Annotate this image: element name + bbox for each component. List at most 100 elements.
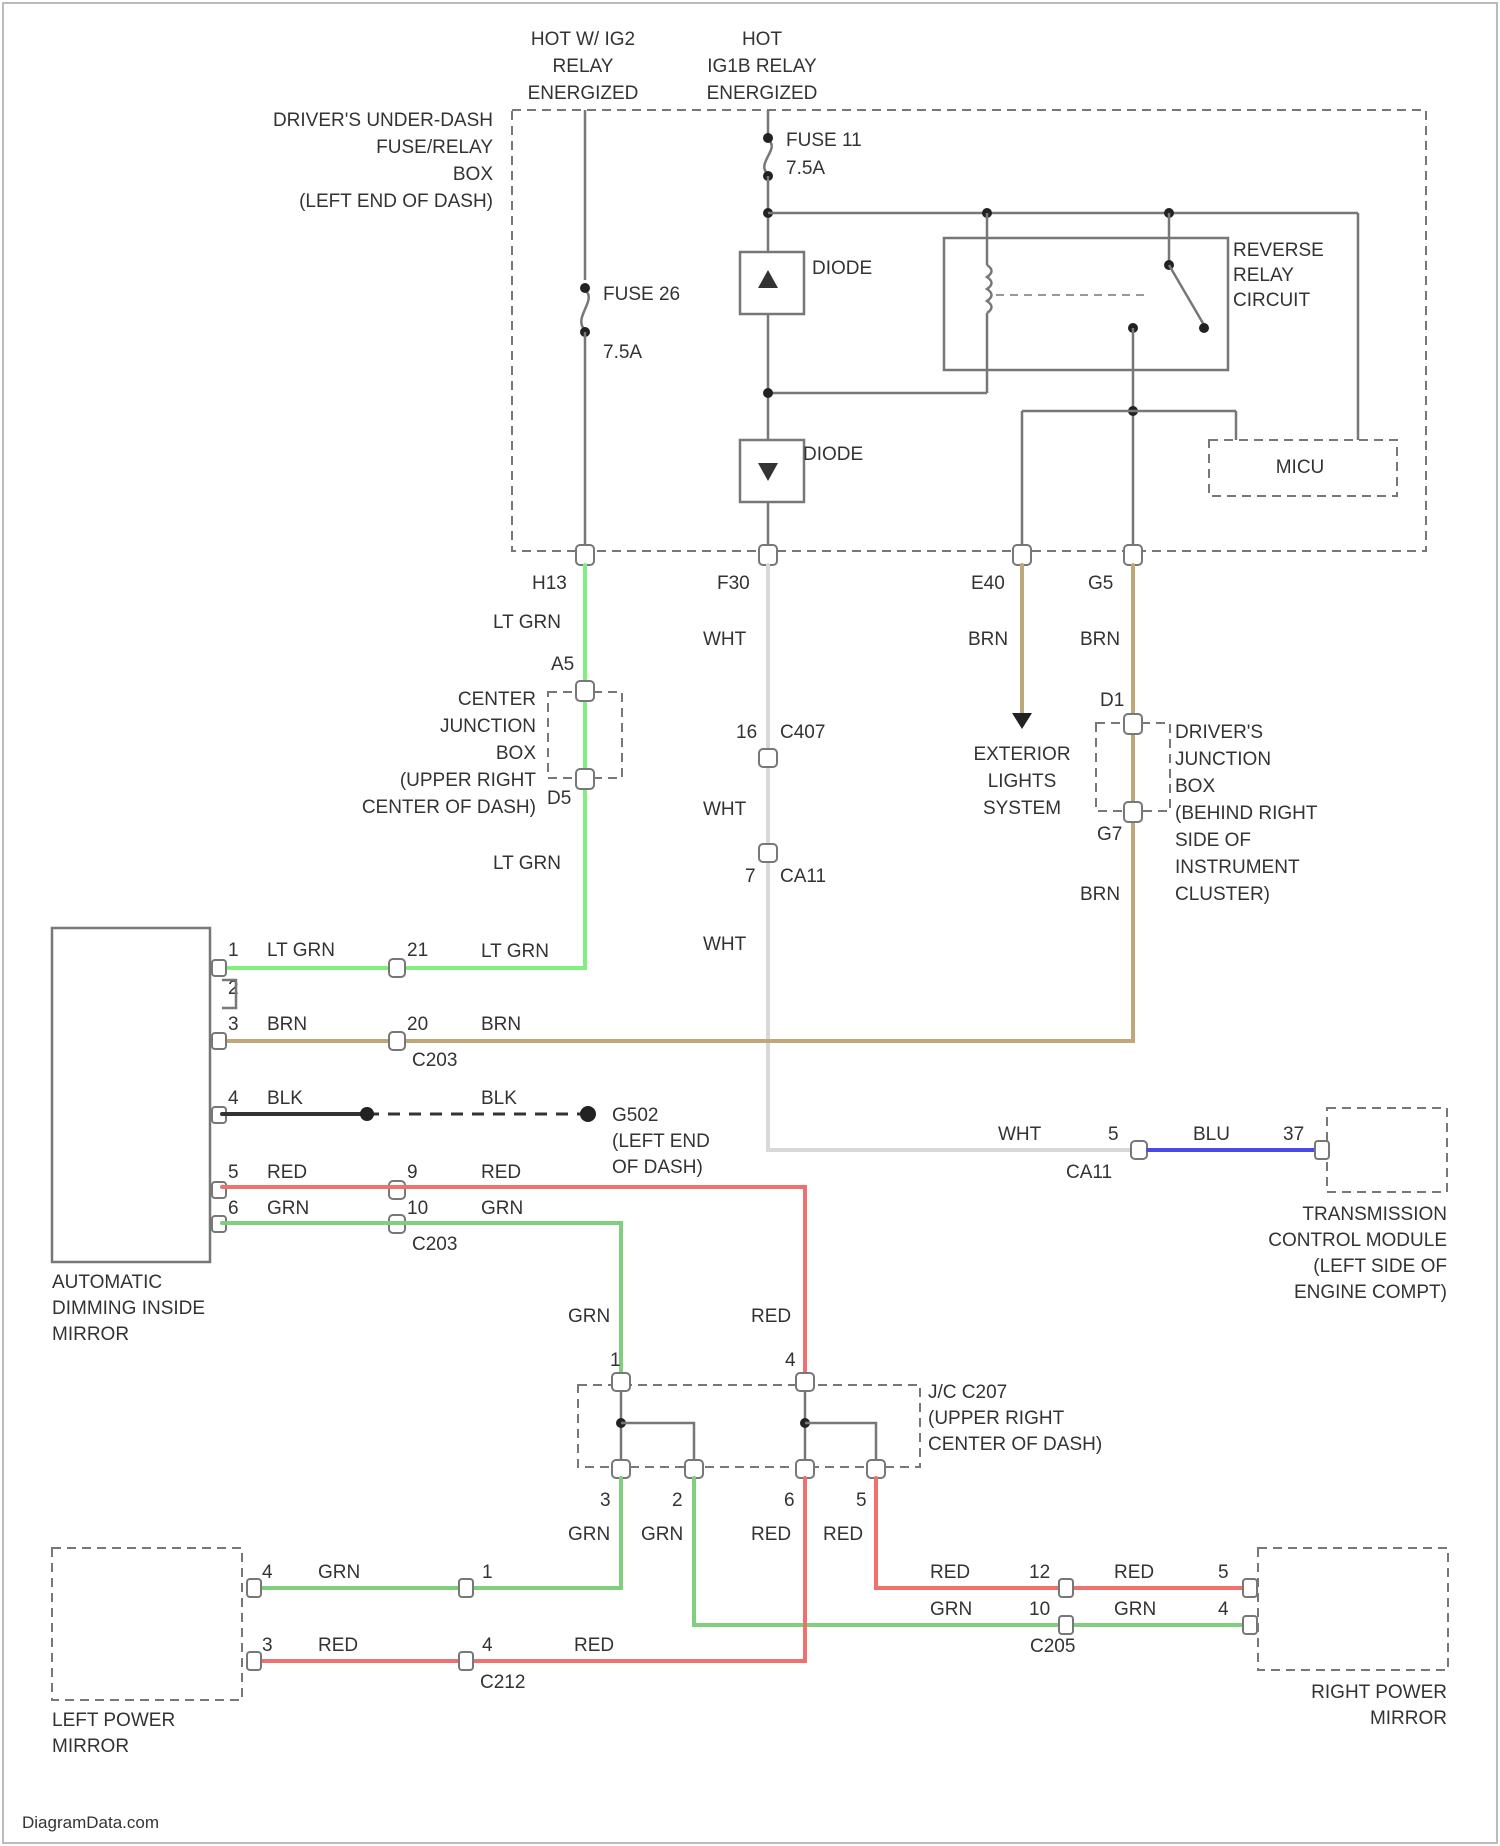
hot-right-label: HOT IG1B RELAY ENERGIZED [707, 29, 818, 104]
svg-text:J/C C207: J/C C207 [928, 1382, 1007, 1403]
ca11-pin-number: 7 [745, 866, 756, 887]
wire-label-grn: GRN [568, 1306, 610, 1327]
left-mirror-pin-3: 3 [262, 1635, 273, 1656]
right-power-mirror-pins [1243, 1579, 1257, 1634]
wire-label-brn: BRN [1080, 629, 1120, 650]
svg-text:ENGINE COMPT): ENGINE COMPT) [1294, 1282, 1447, 1303]
ca11-lower-label: CA11 [1066, 1162, 1112, 1183]
svg-text:RIGHT POWER: RIGHT POWER [1311, 1682, 1447, 1703]
c212-pins [459, 1579, 473, 1670]
svg-text:LEFT POWER: LEFT POWER [52, 1710, 175, 1731]
wire-label-grn: GRN [267, 1198, 309, 1219]
exterior-lights-label: EXTERIOR LIGHTS SYSTEM [973, 744, 1070, 819]
drivers-junction-pin [1124, 714, 1142, 734]
drivers-junction-pin-d1: D1 [1100, 690, 1124, 711]
left-mirror-pin-4: 4 [262, 1562, 273, 1583]
micu-label: MICU [1276, 457, 1325, 478]
svg-text:BOX: BOX [496, 743, 536, 764]
jc-c207-pin-3: 3 [600, 1490, 611, 1511]
svg-text:DIMMING INSIDE: DIMMING INSIDE [52, 1298, 205, 1319]
inside-mirror-pin-numbers: 1 2 3 4 5 6 [228, 940, 239, 1219]
wire-label-red: RED [751, 1306, 791, 1327]
jc-c207-pin-5: 5 [856, 1490, 867, 1511]
diode-lower-label: DIODE [803, 444, 863, 465]
jc-internal [805, 1423, 876, 1460]
right-power-mirror-label: RIGHT POWER MIRROR [1311, 1682, 1447, 1729]
wire-label-blu: BLU [1193, 1124, 1230, 1145]
svg-text:(LEFT SIDE OF: (LEFT SIDE OF [1313, 1256, 1447, 1277]
wire-label-lt-grn: LT GRN [493, 612, 561, 633]
ca11-lower-pin-number: 5 [1108, 1124, 1119, 1145]
svg-text:HOT: HOT [742, 29, 783, 50]
center-junction-pin [576, 769, 594, 789]
svg-text:FUSE/RELAY: FUSE/RELAY [376, 137, 493, 158]
wire-label-blk: BLK [267, 1088, 303, 1109]
svg-text:JUNCTION: JUNCTION [440, 716, 536, 737]
wire-label-brn: BRN [968, 629, 1008, 650]
left-power-mirror-box [52, 1548, 242, 1700]
wire-label-red: RED [574, 1635, 614, 1656]
center-junction-label: CENTER JUNCTION BOX (UPPER RIGHT CENTER … [362, 689, 537, 818]
svg-text:MIRROR: MIRROR [52, 1736, 129, 1757]
wire-label-wht: WHT [703, 799, 747, 820]
center-junction-pin-a5: A5 [551, 654, 574, 675]
relay-label: REVERSE RELAY CIRCUIT [1233, 240, 1324, 311]
wire-label-red: RED [1114, 1562, 1154, 1583]
c212-pin-4: 4 [482, 1635, 493, 1656]
svg-text:TRANSMISSION: TRANSMISSION [1302, 1204, 1447, 1225]
left-power-mirror-label: LEFT POWER MIRROR [52, 1710, 175, 1757]
c407-pin [759, 749, 777, 767]
diode-upper-label: DIODE [812, 258, 872, 279]
c407-label: C407 [780, 722, 825, 743]
right-mirror-pin-4: 4 [1218, 1599, 1229, 1620]
svg-text:(LEFT END OF DASH): (LEFT END OF DASH) [299, 191, 493, 212]
relay-contact [1199, 323, 1209, 333]
svg-text:3: 3 [228, 1014, 239, 1035]
svg-text:HOT W/ IG2: HOT W/ IG2 [531, 29, 635, 50]
inside-mirror-box [52, 928, 210, 1262]
wire-label-red: RED [930, 1562, 970, 1583]
wire-label-grn: GRN [930, 1599, 972, 1620]
svg-text:(UPPER RIGHT: (UPPER RIGHT [928, 1408, 1065, 1429]
c203-pins [389, 959, 405, 1233]
c205-label: C205 [1030, 1636, 1075, 1657]
g502-location: (LEFT END OF DASH) [612, 1131, 710, 1178]
svg-text:JUNCTION: JUNCTION [1175, 749, 1271, 770]
c212-label: C212 [480, 1672, 525, 1693]
splice-dot [360, 1107, 374, 1121]
svg-text:CONTROL MODULE: CONTROL MODULE [1268, 1230, 1447, 1251]
c407-pin-number: 16 [736, 722, 757, 743]
svg-text:IG1B RELAY: IG1B RELAY [707, 56, 817, 77]
svg-text:SYSTEM: SYSTEM [983, 798, 1061, 819]
inside-mirror-label: AUTOMATIC DIMMING INSIDE MIRROR [52, 1272, 205, 1345]
svg-text:4: 4 [228, 1088, 239, 1109]
c205-pin-10: 10 [1029, 1599, 1050, 1620]
g502-label: G502 [612, 1105, 658, 1126]
tcm-pin-37: 37 [1283, 1124, 1304, 1145]
svg-text:CENTER OF DASH): CENTER OF DASH) [362, 797, 536, 818]
svg-text:MIRROR: MIRROR [1370, 1708, 1447, 1729]
svg-text:CLUSTER): CLUSTER) [1175, 884, 1270, 905]
jc-c207-label: J/C C207 (UPPER RIGHT CENTER OF DASH) [928, 1382, 1102, 1455]
fuse-box-pins [576, 545, 1142, 565]
c203-label: C203 [412, 1234, 457, 1255]
c205-pins [1059, 1579, 1073, 1634]
right-power-mirror-box [1258, 1548, 1448, 1670]
tcm-box [1327, 1108, 1447, 1192]
wire-label-red: RED [751, 1524, 791, 1545]
svg-text:SIDE OF: SIDE OF [1175, 830, 1251, 851]
fuse-11-terminal [763, 133, 773, 143]
svg-text:CIRCUIT: CIRCUIT [1233, 290, 1310, 311]
svg-text:BOX: BOX [1175, 776, 1215, 797]
svg-text:RELAY: RELAY [1233, 265, 1294, 286]
svg-text:INSTRUMENT: INSTRUMENT [1175, 857, 1300, 878]
ca11-label: CA11 [780, 866, 826, 887]
wire-label-grn: GRN [568, 1524, 610, 1545]
pin-g5: G5 [1088, 573, 1113, 594]
wire-label-red: RED [481, 1162, 521, 1183]
wire-label-brn: BRN [481, 1014, 521, 1035]
fuse-26-terminal [580, 283, 590, 293]
svg-text:1: 1 [228, 940, 239, 961]
svg-text:AUTOMATIC: AUTOMATIC [52, 1272, 162, 1293]
